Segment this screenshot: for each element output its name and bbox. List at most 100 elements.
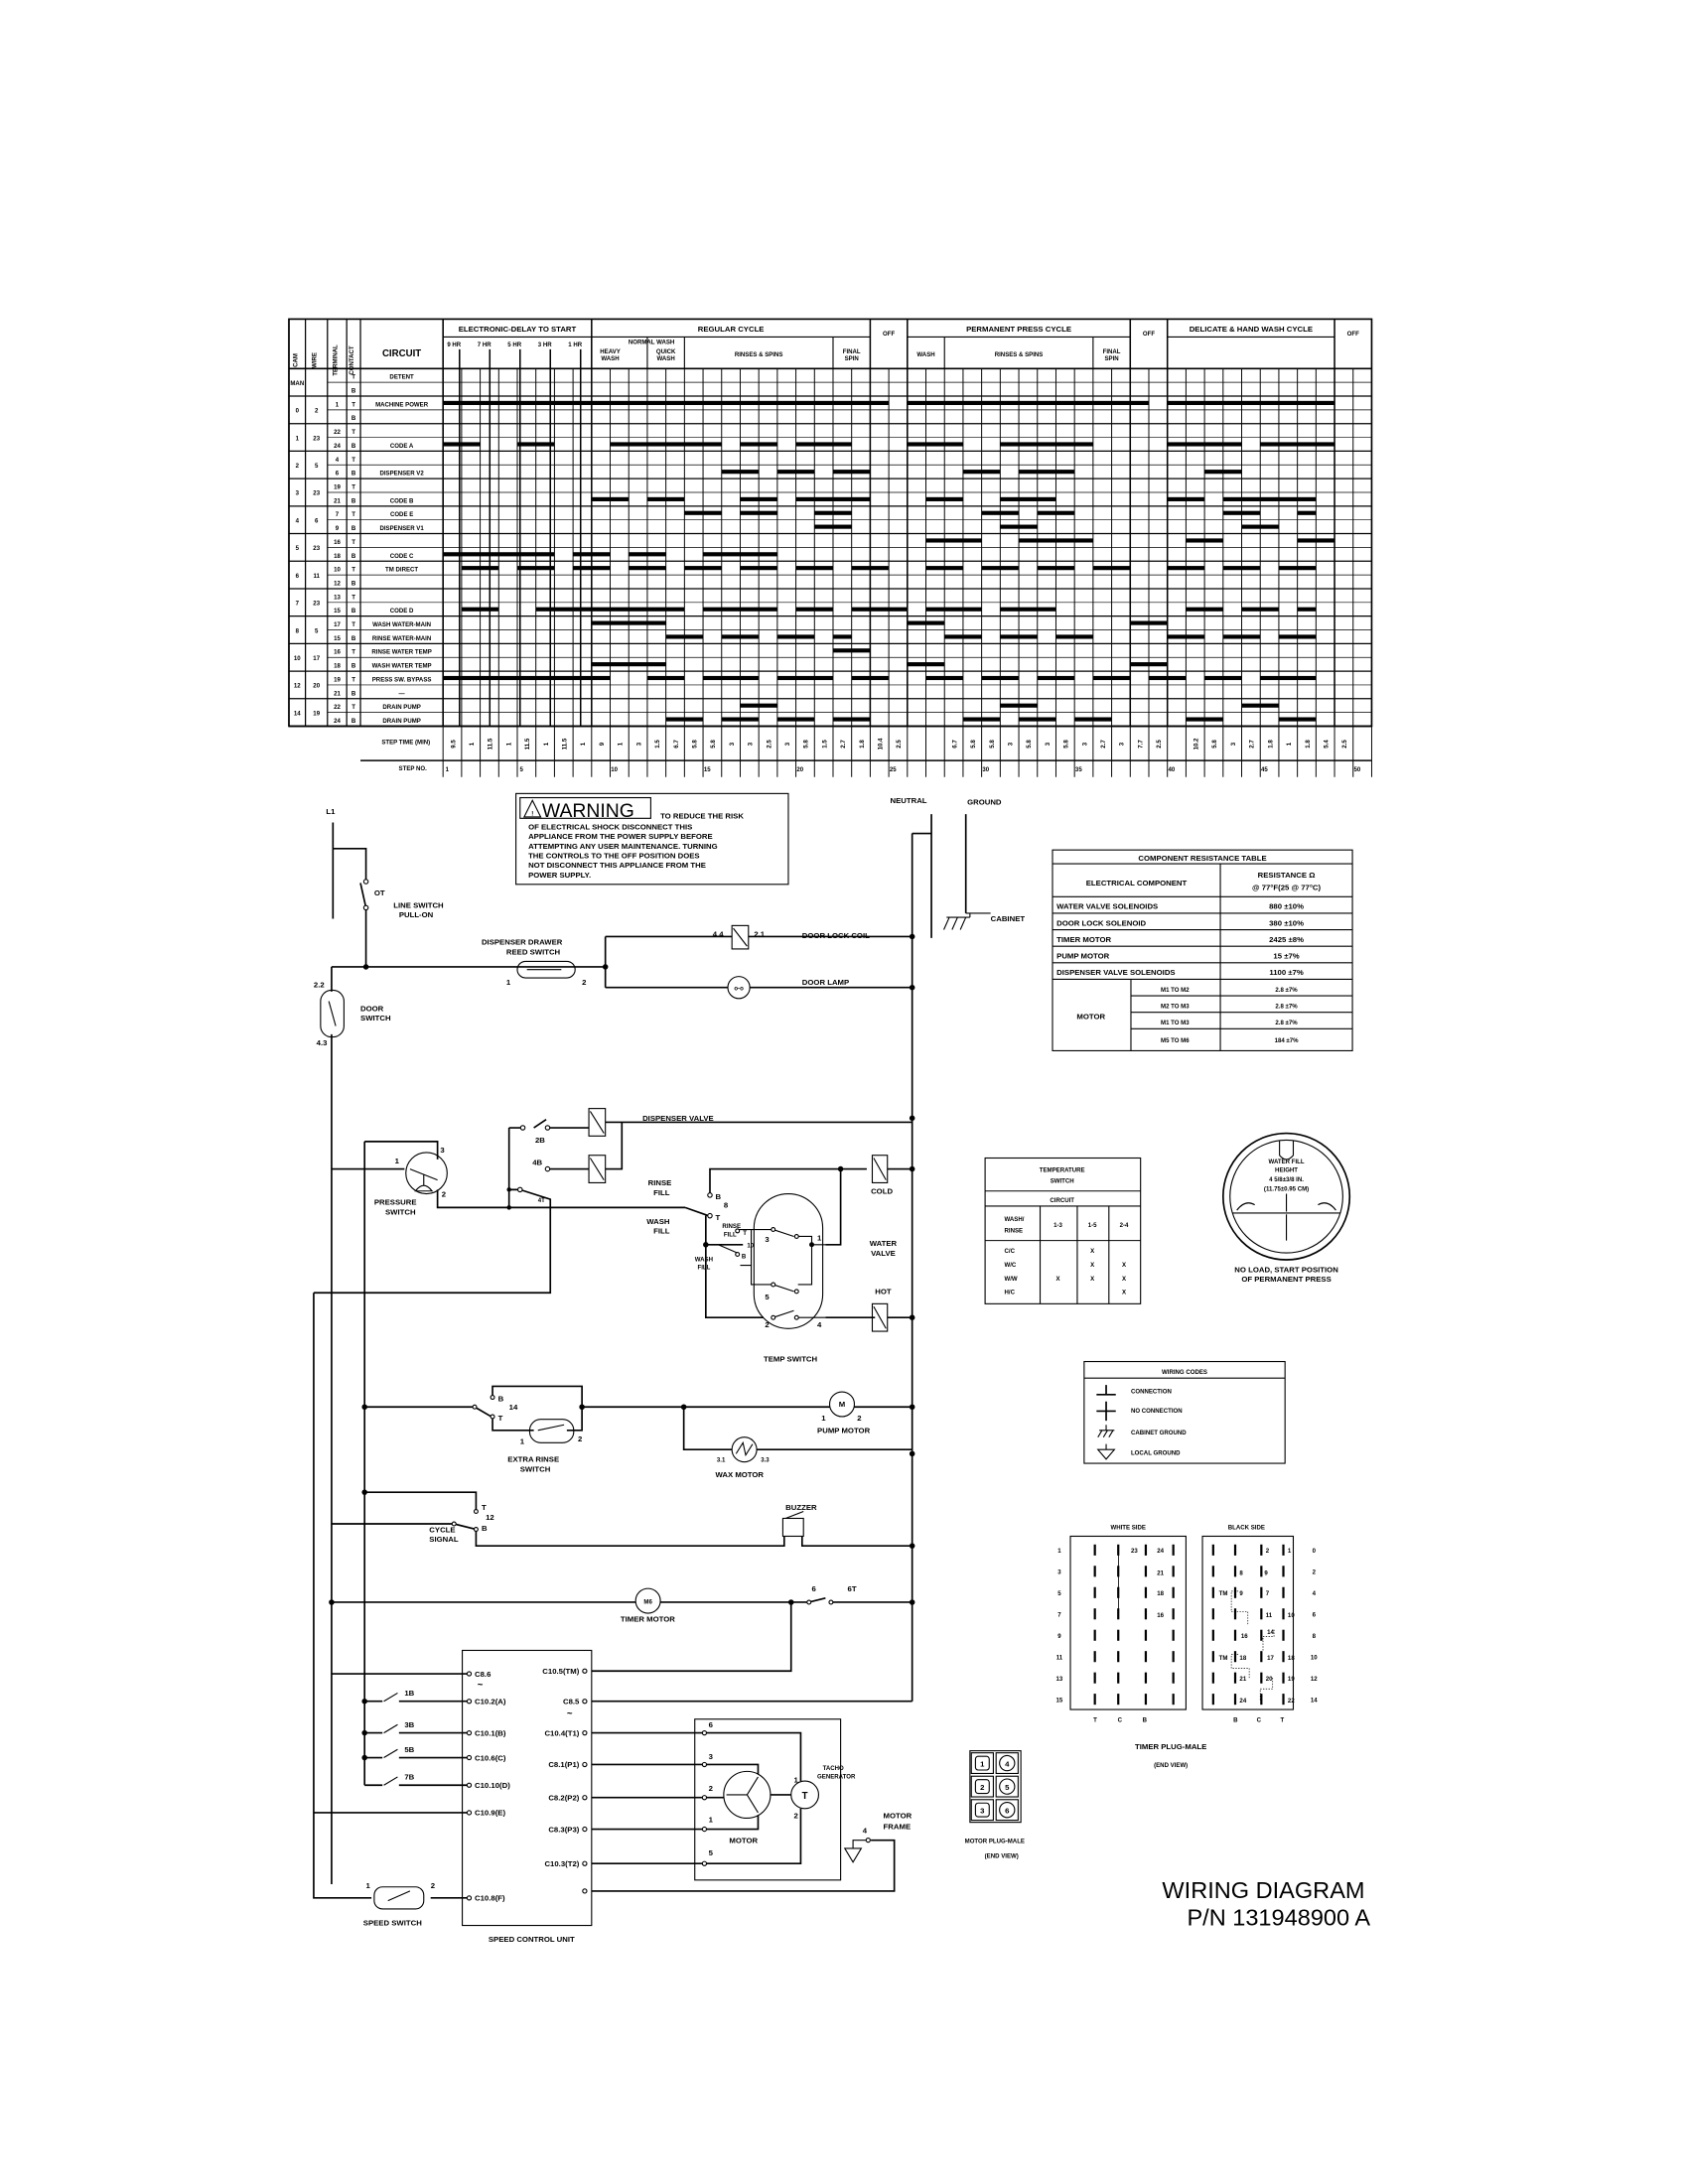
dispenser-valve-coil	[588, 1155, 607, 1183]
timing-bar	[721, 634, 760, 639]
timing-bar	[591, 662, 666, 667]
contact-letter: B	[351, 635, 356, 642]
svg-text:o-o: o-o	[734, 985, 744, 992]
contact-letter: T	[351, 539, 355, 546]
contact-letter: B	[351, 663, 356, 670]
pin-blade	[1172, 1694, 1175, 1706]
pin-label: 9	[1239, 1590, 1243, 1597]
pin-blade	[1260, 1672, 1263, 1684]
contact-letter: T	[351, 649, 355, 656]
round-pin-icon	[999, 1778, 1016, 1795]
timing-bar	[1130, 620, 1168, 625]
step-time-value: 3	[1230, 742, 1237, 746]
table-cell: X	[1122, 1290, 1126, 1297]
contact-letter: B	[351, 471, 356, 478]
contact-letter: B	[351, 690, 356, 697]
terminal-number: 19	[334, 676, 341, 683]
step-number: 15	[704, 766, 711, 773]
water-fill-label: (11.75±0.95 CM)	[1264, 1186, 1309, 1193]
diagram-title: WIRING DIAGRAM	[1162, 1877, 1364, 1903]
pin-blade	[1093, 1608, 1096, 1620]
pin-blade	[1117, 1672, 1120, 1684]
step-time-value: 10.2	[1193, 738, 1200, 750]
water-valve-label: WATER	[870, 1239, 898, 1248]
contact-letter: B	[351, 525, 356, 532]
table-cell: 2.8 ±7%	[1275, 1020, 1298, 1026]
pin-cell	[970, 1752, 994, 1775]
contact-letter: B	[351, 608, 356, 614]
timing-bar	[591, 620, 666, 625]
pressure-switch-label: PRESSURE	[374, 1198, 417, 1207]
timing-bar	[461, 607, 499, 612]
extra-rinse-label: SWITCH	[520, 1464, 551, 1473]
wiring-codes-legend: WIRING CODES CONNECTION NO CONNECTION CA…	[1083, 1360, 1286, 1464]
pin-blade	[1233, 1566, 1237, 1577]
pin-number: 4	[1313, 1590, 1317, 1597]
terminal-label: 4.3	[317, 1038, 328, 1047]
column-header: CIRCUIT	[1050, 1197, 1074, 1204]
step-time-value: 5.8	[989, 740, 996, 749]
terminal-label: 2	[794, 1811, 798, 1820]
step-time-value: 1	[580, 742, 587, 746]
column-header: ELECTRICAL COMPONENT	[1086, 879, 1188, 887]
fill-label: FILL	[653, 1188, 670, 1197]
timing-bar	[703, 675, 760, 681]
pin-blade	[1233, 1544, 1237, 1556]
column-header: RESISTANCE Ω	[1258, 871, 1316, 880]
table-cell: MOTOR	[1076, 1013, 1105, 1022]
contact-label: T	[743, 1230, 747, 1237]
pin-blade	[1233, 1608, 1237, 1620]
pin-label: 10	[1288, 1612, 1295, 1619]
fill-label: WASH	[695, 1256, 713, 1263]
terminal-number: 13	[334, 594, 341, 601]
step-time-value: 1.8	[1305, 740, 1312, 749]
pin-label: 23	[1131, 1548, 1138, 1555]
timing-bar	[851, 607, 908, 612]
section-header: OFF	[883, 331, 895, 338]
terminal-number: 4	[336, 457, 340, 464]
fill-label: WASH	[646, 1217, 670, 1226]
pin-label: 21	[1239, 1676, 1246, 1683]
timing-bar	[981, 510, 1020, 515]
pin-blade	[1282, 1544, 1285, 1556]
step-time-value: 3	[729, 742, 736, 746]
contact-label: 6T	[848, 1584, 857, 1593]
timing-bar	[740, 496, 777, 501]
step-number: 35	[1075, 766, 1082, 773]
motor-label: MOTOR	[729, 1836, 758, 1844]
column-header: WASH/	[1005, 1216, 1025, 1223]
timing-bar	[907, 620, 945, 625]
pin-blade	[1093, 1566, 1096, 1577]
cycle-signal-label: CYCLE	[429, 1525, 455, 1534]
column-letter: B	[1233, 1717, 1238, 1724]
pin-blade	[1093, 1672, 1096, 1684]
timer-motor-label: TIMER MOTOR	[621, 1614, 675, 1623]
terminal-number: 16	[334, 539, 341, 546]
fill-label: RINSE	[722, 1223, 741, 1230]
terminal-number: 17	[334, 621, 341, 628]
timing-bar	[1167, 496, 1205, 501]
pin-label: 20	[1266, 1676, 1273, 1683]
section-header: OFF	[1347, 331, 1359, 338]
terminal-number: 15	[334, 608, 341, 614]
pin-blade	[1172, 1672, 1175, 1684]
pin-number: 6	[1313, 1612, 1317, 1619]
contact-label: T	[482, 1503, 487, 1512]
chart-frame	[288, 318, 1373, 728]
contact-label: B	[482, 1524, 488, 1533]
pin-blade	[1144, 1586, 1148, 1598]
contact-label: T	[716, 1213, 721, 1222]
reed-switch	[516, 960, 576, 979]
timing-bar	[516, 442, 555, 447]
terminal-number: 18	[334, 663, 341, 670]
timing-bar	[1167, 442, 1242, 447]
terminal-number: 15	[334, 635, 341, 642]
timing-bar	[1241, 524, 1279, 529]
column-header: CONTACT	[349, 345, 355, 375]
timing-bar	[684, 510, 722, 515]
pin-blade	[1093, 1544, 1096, 1556]
terminal-number: 24	[334, 443, 341, 450]
timing-bar	[1019, 470, 1075, 475]
pin-number: 10	[1311, 1654, 1318, 1661]
